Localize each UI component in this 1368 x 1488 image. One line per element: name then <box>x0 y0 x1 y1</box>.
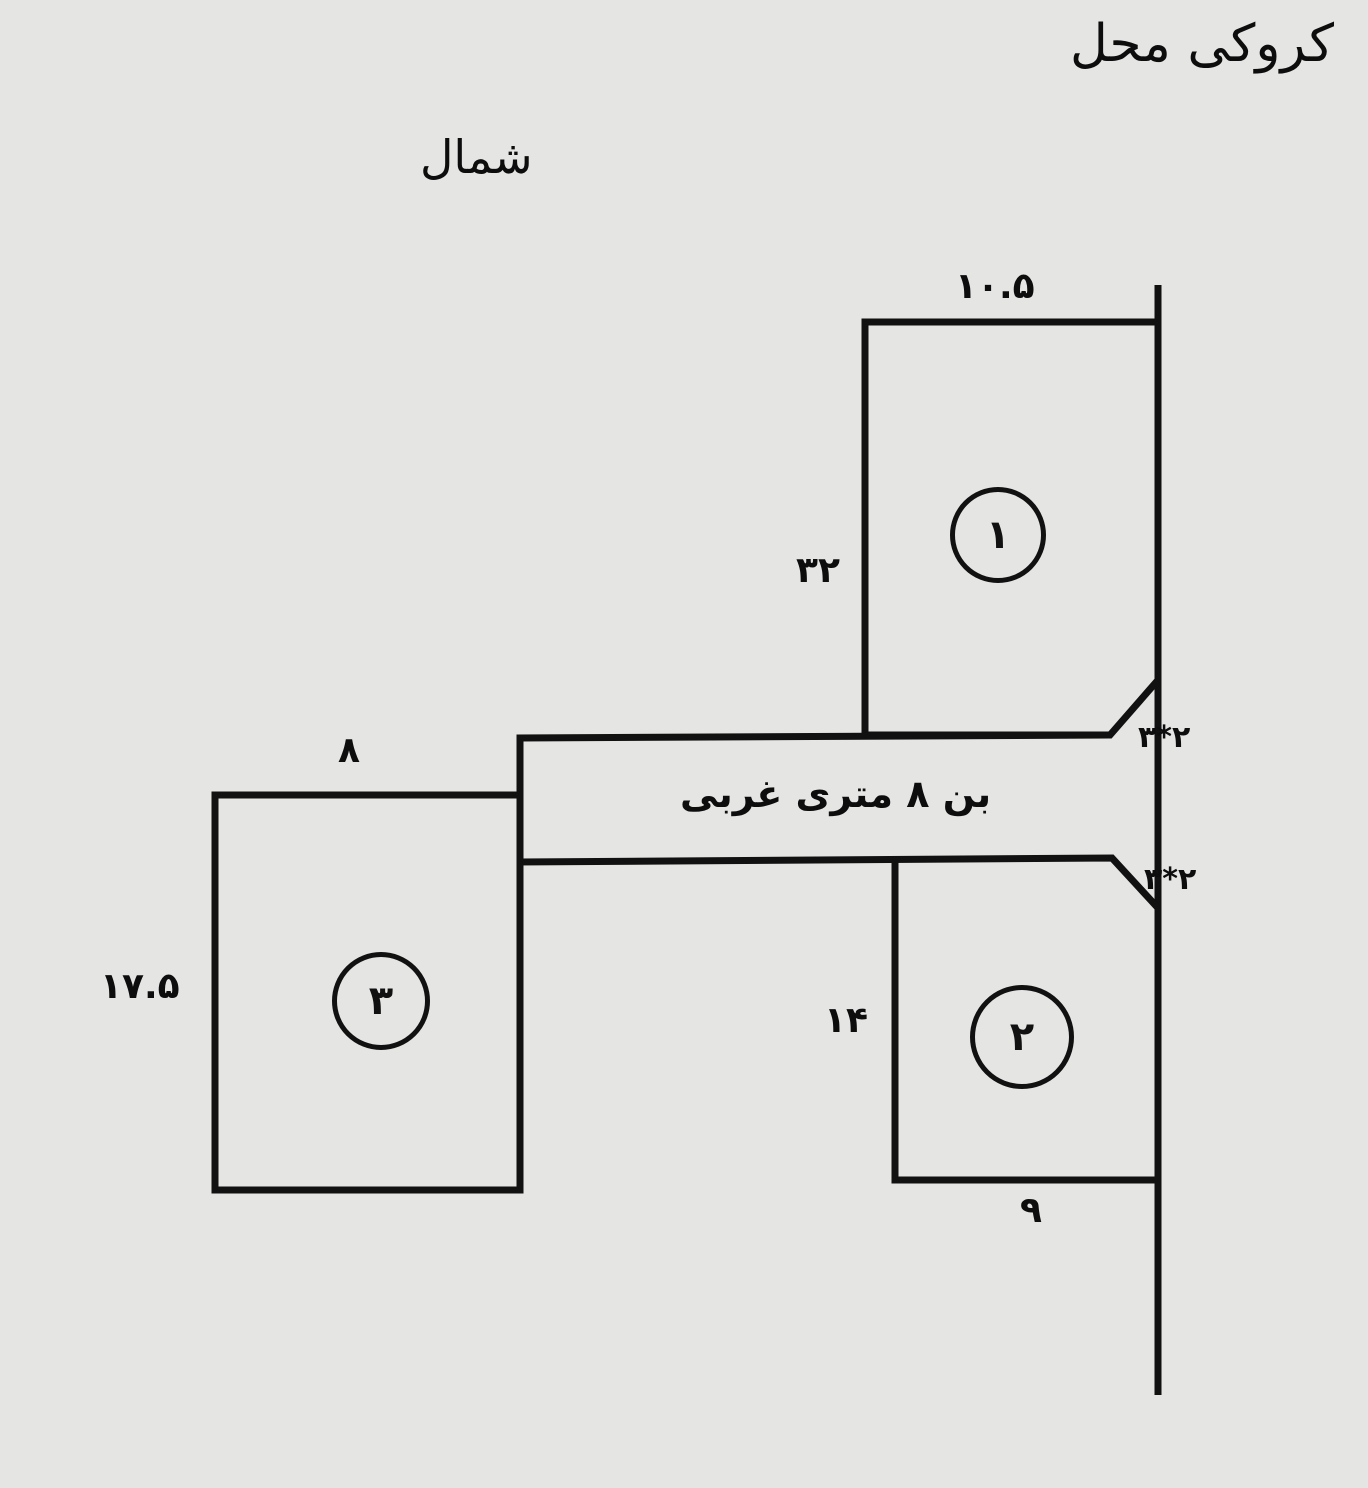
plot-2-side-dimension: ۱۴ <box>824 1000 868 1041</box>
north-label: شمال <box>420 130 533 184</box>
plot-2-bottom-dimension: ۹ <box>1020 1190 1042 1231</box>
plot-1-corner-dimension: ۳*۲ <box>1138 720 1191 755</box>
plot-2-number: ۲ <box>970 985 1074 1089</box>
street-label: بن ۸ متری غربی <box>680 772 992 816</box>
plot-2-corner-dimension: ۳*۲ <box>1144 862 1197 897</box>
plot-2-outline <box>891 862 1158 1184</box>
plot-3-number: ۳ <box>332 952 430 1050</box>
plot-1-top-dimension: ۱۰.۵ <box>955 266 1035 307</box>
plot-1-side-dimension: ۳۲ <box>796 550 840 591</box>
street-outline <box>516 731 1161 911</box>
page-title: کروکی محل <box>1070 14 1334 74</box>
plot-3-side-dimension: ۱۷.۵ <box>100 966 180 1007</box>
plot-3-top-dimension: ۸ <box>338 730 360 771</box>
plot-3-outline <box>211 791 524 1194</box>
plot-1-number: ۱ <box>950 487 1046 583</box>
